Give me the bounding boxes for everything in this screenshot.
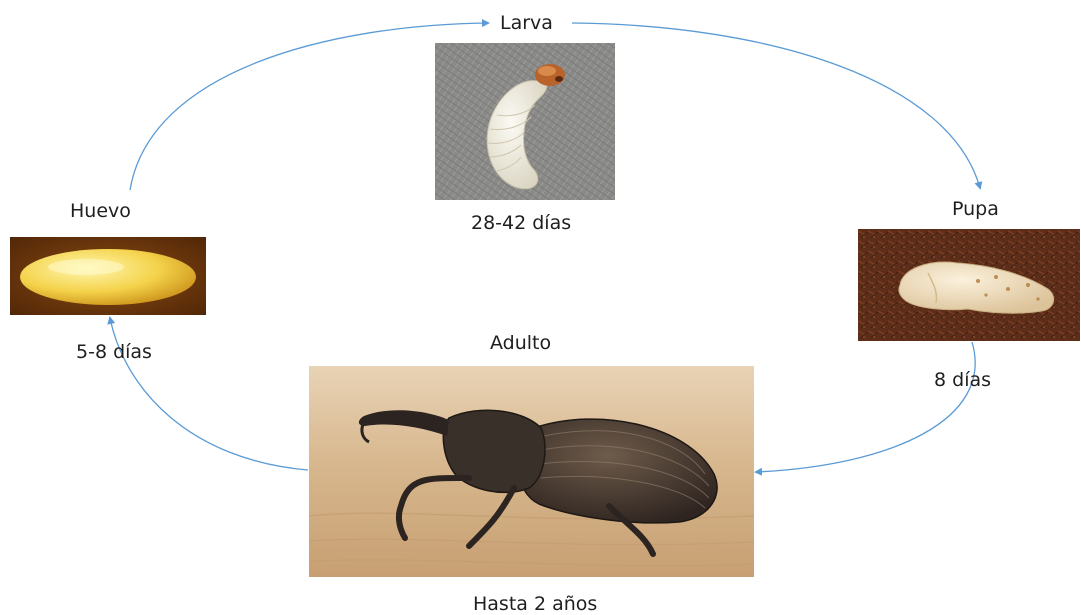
arrow-pupa-to-adult xyxy=(756,342,975,472)
larva-title: Larva xyxy=(500,12,553,34)
pupa-duration: 8 días xyxy=(934,369,991,391)
egg-image xyxy=(10,237,206,315)
pupa-title: Pupa xyxy=(952,198,999,220)
pupa-image xyxy=(858,229,1080,341)
egg-title: Huevo xyxy=(70,200,131,222)
adult-title: Adulto xyxy=(490,332,551,354)
arrow-larva-to-pupa xyxy=(572,23,980,188)
egg-duration: 5-8 días xyxy=(76,341,152,363)
larva-image xyxy=(435,43,615,200)
adult-duration: Hasta 2 años xyxy=(473,596,597,613)
adult-image xyxy=(309,366,754,577)
larva-duration: 28-42 días xyxy=(471,212,571,234)
